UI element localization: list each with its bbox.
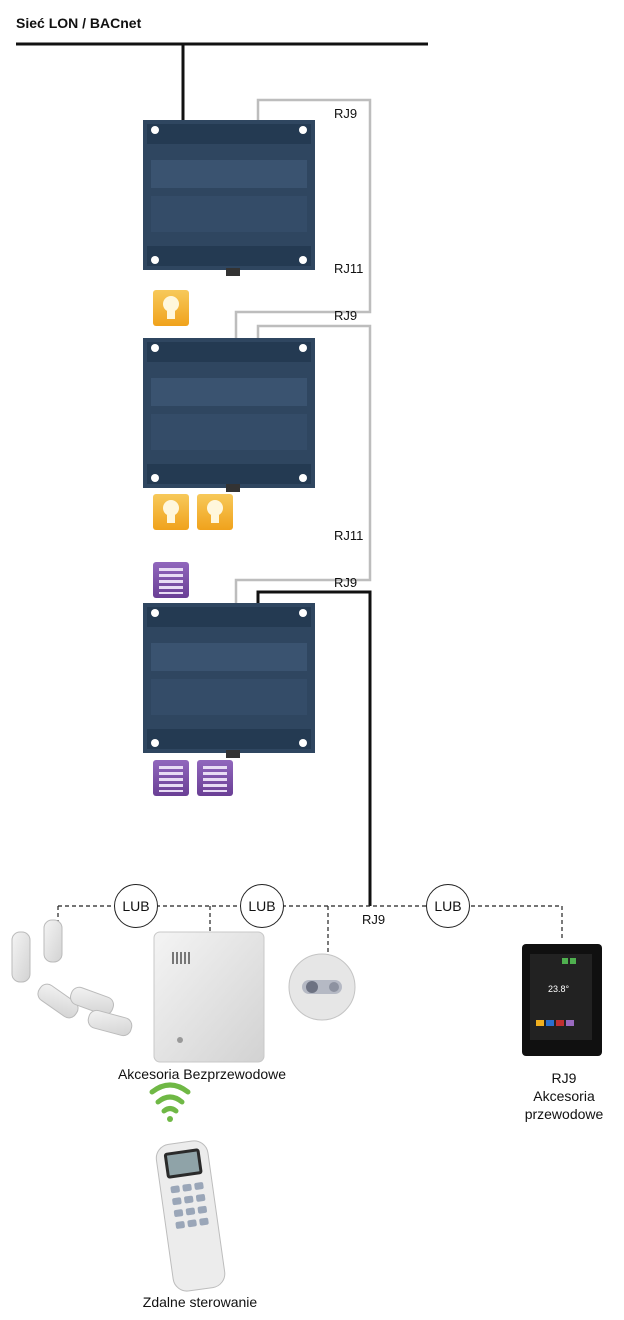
lub-label: LUB [434, 898, 462, 914]
wifi-icon [149, 1082, 191, 1114]
rj9-cable-bottom [256, 590, 372, 906]
round-sensor [288, 953, 356, 1021]
wireless-sensor-cylinders [11, 919, 133, 1037]
controller-3 [143, 603, 315, 753]
lub-circle: LUB [240, 884, 284, 928]
svg-text:23.8°: 23.8° [548, 984, 570, 994]
room-sensor-box [153, 931, 265, 1063]
rj11-cable-second [234, 324, 372, 608]
blind-icon [153, 562, 189, 598]
connector-label-rj11: RJ11 [334, 261, 364, 276]
lub-label: LUB [248, 898, 276, 914]
wifi-dot [167, 1116, 173, 1122]
network-title: Sieć LON / BACnet [16, 15, 142, 31]
controller-3-connector [226, 750, 240, 758]
connector-label-rj9: RJ9 [334, 308, 358, 323]
wireless-accessories-label: Akcesoria Bezprzewodowe [117, 1066, 287, 1082]
wired-rj9-label: RJ9 [551, 1070, 577, 1086]
remote-control-label: Zdalne sterowanie [142, 1294, 258, 1310]
wired-touch-panel: 23.8° [522, 944, 602, 1056]
lub-circle: LUB [114, 884, 158, 928]
wired-accessories-label-2: przewodowe [524, 1106, 604, 1122]
connector-label-rj11: RJ11 [334, 528, 364, 543]
lub-circle: LUB [426, 884, 470, 928]
lightbulb-icon [197, 494, 233, 530]
controller-2-connector [226, 484, 240, 492]
blind-icon [153, 760, 189, 796]
connector-label-rj9: RJ9 [334, 575, 358, 590]
controller-2 [143, 338, 315, 488]
rj9-cable-top [234, 98, 372, 340]
wired-accessories-label: Akcesoria [533, 1088, 595, 1104]
connector-label-rj9: RJ9 [334, 106, 358, 121]
connector-label-rj9: RJ9 [362, 912, 386, 927]
controller-1-connector [226, 268, 240, 276]
lub-label: LUB [122, 898, 150, 914]
lightbulb-icon [153, 494, 189, 530]
blind-icon [197, 760, 233, 796]
remote-control [155, 1140, 226, 1292]
lightbulb-icon [153, 290, 189, 326]
controller-1 [143, 120, 315, 270]
